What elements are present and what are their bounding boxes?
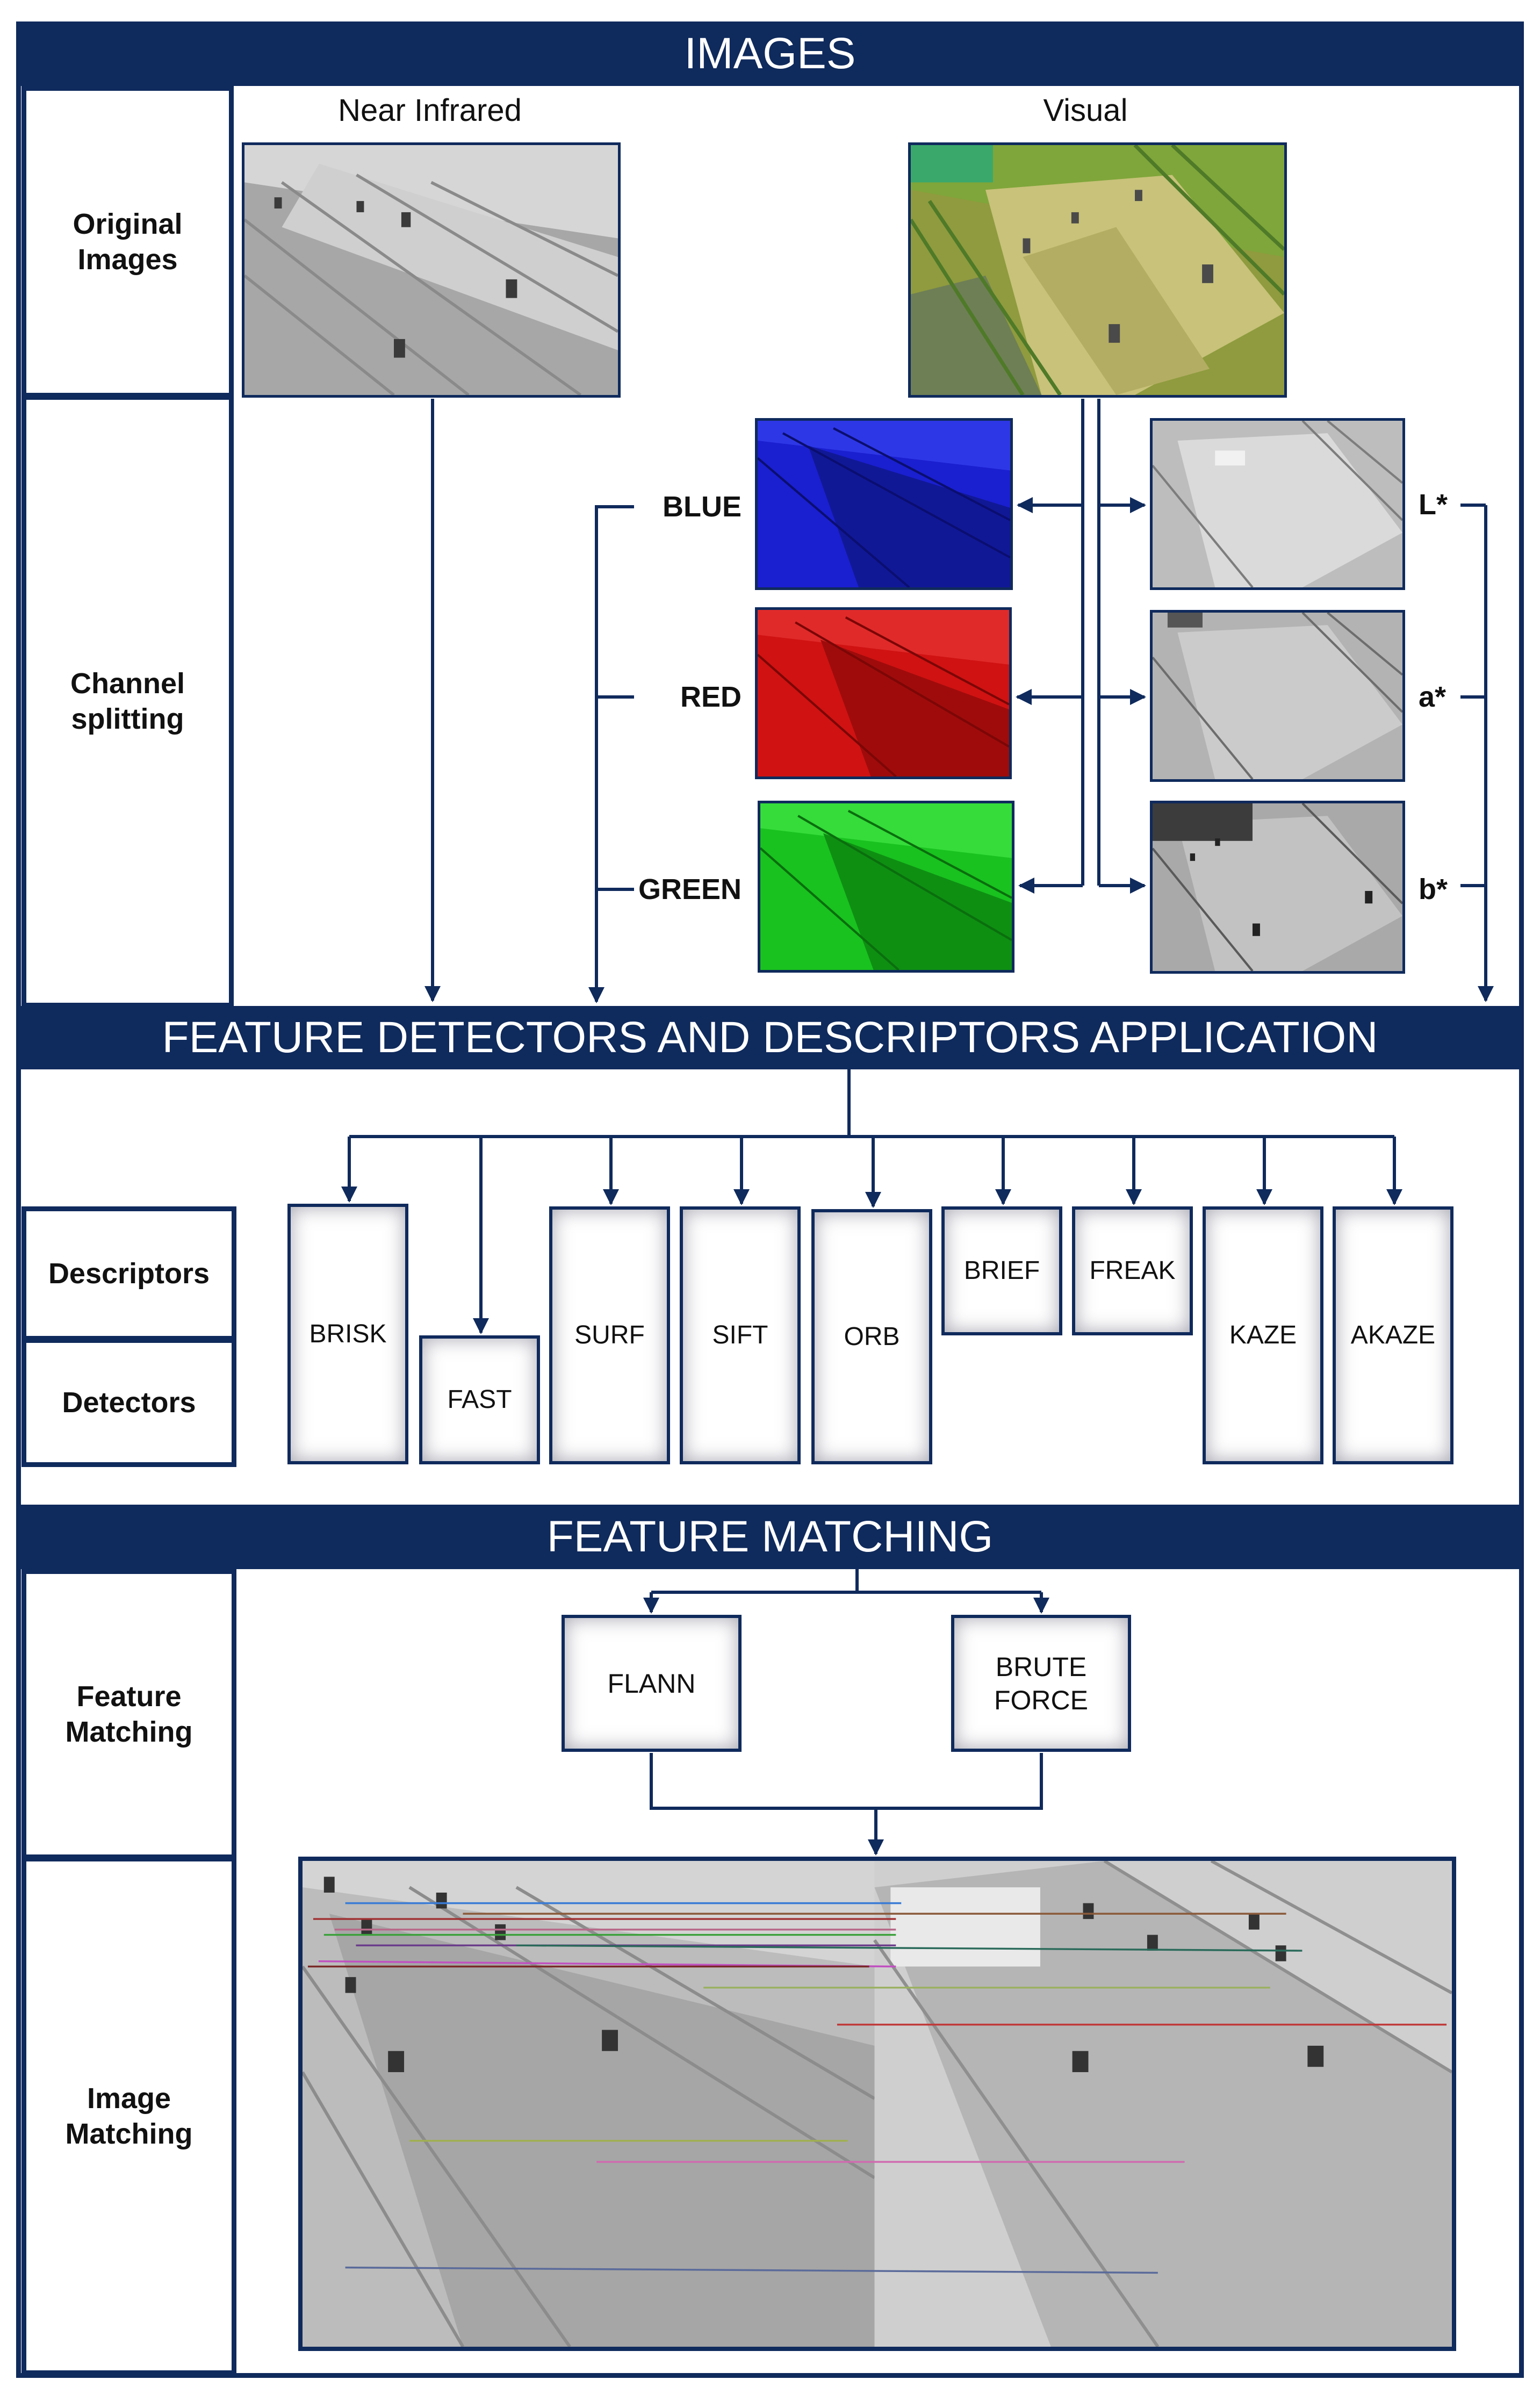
- brute-force-box: BRUTE FORCE: [951, 1615, 1131, 1752]
- image-matching-label: Image Matching: [21, 1857, 236, 2375]
- feature-matching-section-title: FEATURE MATCHING: [546, 1512, 994, 1561]
- l-channel-image: [1150, 418, 1405, 590]
- kaze-box: KAZE: [1203, 1206, 1323, 1464]
- visual-title: Visual: [1043, 93, 1128, 128]
- freak-box: FREAK: [1072, 1206, 1193, 1335]
- red-channel-label: RED: [680, 681, 742, 713]
- original-images-label: Original Images: [21, 86, 234, 398]
- l-channel-label: L*: [1419, 488, 1448, 521]
- sift-box: SIFT: [680, 1206, 801, 1464]
- images-column-divider: [229, 86, 234, 1006]
- a-channel-label: a*: [1419, 681, 1447, 713]
- feature-detectors-section-header: FEATURE DETECTORS AND DESCRIPTORS APPLIC…: [16, 1006, 1524, 1069]
- feature-matching-label: Feature Matching: [21, 1569, 236, 1859]
- blue-channel-label: BLUE: [663, 491, 742, 523]
- blue-channel-image: [755, 418, 1013, 590]
- green-channel-image: [758, 801, 1014, 973]
- red-channel-image: [755, 607, 1012, 779]
- feature-detectors-section-title: FEATURE DETECTORS AND DESCRIPTORS APPLIC…: [162, 1013, 1378, 1062]
- visual-image: [908, 142, 1287, 398]
- feature-matching-section-header: FEATURE MATCHING: [16, 1505, 1524, 1569]
- detectors-label: Detectors: [21, 1338, 236, 1467]
- a-channel-image: [1150, 610, 1405, 782]
- images-section-title: IMAGES: [684, 29, 856, 78]
- near-infrared-image: [242, 142, 621, 398]
- b-channel-label: b*: [1419, 873, 1448, 905]
- channel-splitting-label: Channel splitting: [21, 395, 234, 1008]
- akaze-box: AKAZE: [1333, 1206, 1453, 1464]
- fast-box: FAST: [419, 1335, 540, 1464]
- surf-box: SURF: [549, 1206, 670, 1464]
- orb-box: ORB: [811, 1209, 932, 1464]
- images-section-header: IMAGES: [16, 21, 1524, 86]
- near-infrared-title: Near Infrared: [338, 93, 522, 128]
- b-channel-image: [1150, 801, 1405, 974]
- brisk-box: BRISK: [287, 1204, 408, 1464]
- brief-box: BRIEF: [941, 1206, 1062, 1335]
- image-matching-result: [298, 1857, 1456, 2351]
- flann-box: FLANN: [562, 1615, 742, 1752]
- descriptors-label: Descriptors: [21, 1206, 236, 1341]
- green-channel-label: GREEN: [638, 873, 742, 905]
